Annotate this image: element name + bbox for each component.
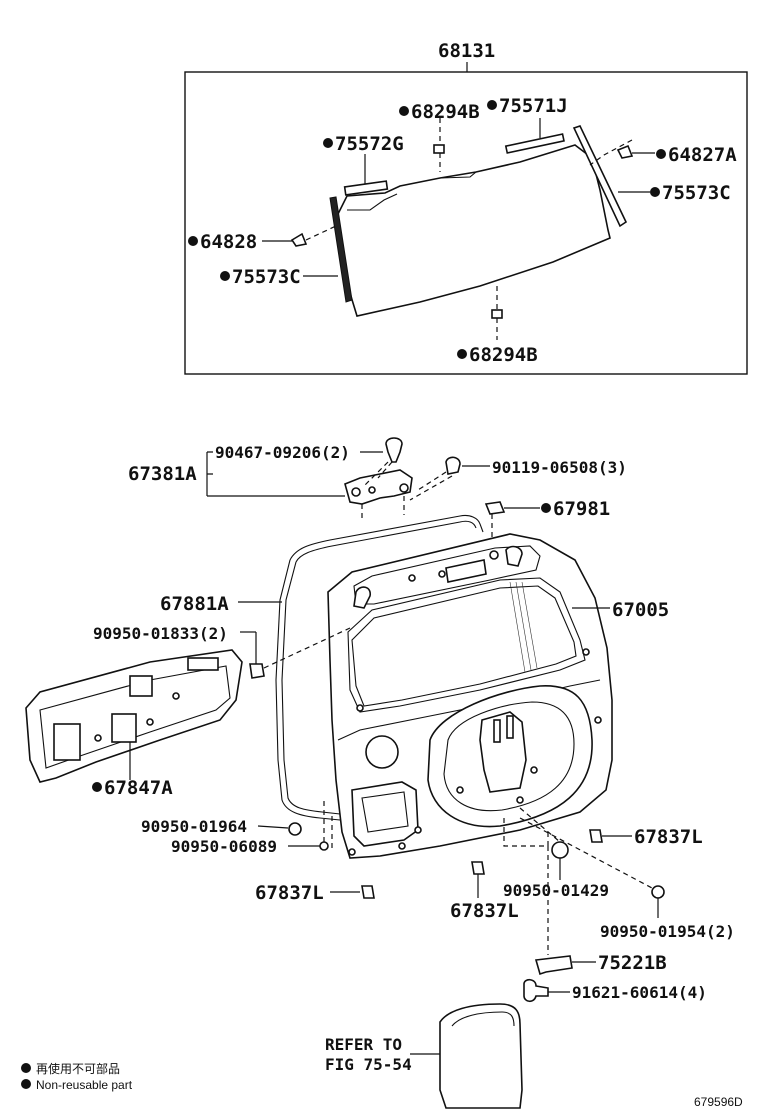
part-67837L-right[interactable]: [589, 829, 603, 843]
label-75571J: 75571J: [499, 95, 568, 117]
refer-line2: FIG 75-54: [325, 1055, 412, 1074]
part-68294B-top[interactable]: [433, 144, 445, 154]
bullet-75571J: [487, 100, 497, 110]
legend-text-jp: 再使用不可部品: [36, 1061, 120, 1076]
part-67837L-mid[interactable]: [471, 861, 485, 875]
part-75571J[interactable]: [504, 133, 565, 154]
label-67381A: 67381A: [128, 463, 197, 485]
bullet-75573C-right: [650, 187, 660, 197]
part-67881A-weatherstrip[interactable]: [275, 514, 484, 821]
part-67381A-hinge[interactable]: [344, 469, 413, 505]
label-91621: 91621-60614(4): [572, 983, 707, 1002]
legend-bullet-jp: [21, 1063, 31, 1073]
part-75572G[interactable]: [343, 180, 389, 196]
part-67837L-left[interactable]: [361, 885, 375, 899]
refer-line1: REFER TO: [325, 1035, 402, 1054]
door-hinge-boss-right: [505, 545, 523, 567]
part-spare-tire-cover: [439, 1003, 523, 1109]
bullet-75573C-left: [220, 271, 230, 281]
part-67981[interactable]: [484, 501, 506, 515]
door-hinge-boss-left: [353, 586, 371, 609]
part-68294B-bottom[interactable]: [491, 309, 503, 319]
part-91621-bolt[interactable]: [523, 978, 549, 1003]
label-75572G: 75572G: [335, 133, 404, 155]
label-90950-01429: 90950-01429: [503, 881, 609, 900]
part-64828[interactable]: [290, 232, 308, 247]
label-67981: 67981: [553, 498, 610, 520]
glass-group-frame: [184, 71, 748, 375]
part-90467-bolt[interactable]: [385, 437, 403, 463]
label-75573C-right: 75573C: [662, 182, 731, 204]
label-67837L-left: 67837L: [255, 882, 324, 904]
door-handle-housing: [351, 781, 419, 847]
legend-text-en: Non-reusable part: [36, 1078, 133, 1092]
part-90950-06089[interactable]: [319, 841, 329, 851]
label-68294B-top: 68294B: [411, 101, 480, 123]
label-68294B-bottom: 68294B: [469, 344, 538, 366]
part-90950-01964[interactable]: [288, 822, 302, 836]
label-67837L-mid: 67837L: [450, 900, 519, 922]
door-upper-latch-slot: [445, 559, 487, 583]
bullet-67847A: [92, 782, 102, 792]
label-67005: 67005: [612, 599, 669, 621]
label-67837L-right: 67837L: [634, 826, 703, 848]
door-spare-mount: [479, 711, 527, 793]
part-75221B[interactable]: [534, 955, 573, 976]
bullet-68294B-bottom: [457, 349, 467, 359]
door-round-cutout: [365, 735, 399, 769]
label-90119: 90119-06508(3): [492, 458, 627, 477]
part-90950-01833[interactable]: [249, 663, 265, 679]
bullet-64827A: [656, 149, 666, 159]
door-window-opening: [347, 577, 586, 713]
label-67847A: 67847A: [104, 777, 173, 799]
label-75221B: 75221B: [598, 952, 667, 974]
label-90950-06089: 90950-06089: [171, 837, 277, 856]
back-door-glass[interactable]: [335, 144, 611, 317]
part-90950-01429[interactable]: [551, 841, 569, 859]
label-64827A: 64827A: [668, 144, 737, 166]
label-67881A: 67881A: [160, 593, 229, 615]
label-68131: 68131: [438, 40, 495, 62]
part-75573C-right[interactable]: [572, 125, 628, 228]
label-90950-01954: 90950-01954(2): [600, 922, 735, 941]
part-90950-01954[interactable]: [651, 885, 665, 899]
label-64828: 64828: [200, 231, 257, 253]
label-90950-01964: 90950-01964: [141, 817, 247, 836]
bullet-64828: [188, 236, 198, 246]
bullet-68294B-top: [399, 106, 409, 116]
legend-bullet-en: [21, 1079, 31, 1089]
label-90467: 90467-09206(2): [215, 443, 350, 462]
part-75573C-left[interactable]: [329, 196, 353, 303]
part-90119-bolt[interactable]: [445, 456, 461, 475]
bullet-75572G: [323, 138, 333, 148]
part-64827A[interactable]: [616, 144, 634, 159]
label-75573C-left: 75573C: [232, 266, 301, 288]
bullet-67981: [541, 503, 551, 513]
figure-id: 679596D: [694, 1095, 743, 1109]
label-90950-01833: 90950-01833(2): [93, 624, 228, 643]
